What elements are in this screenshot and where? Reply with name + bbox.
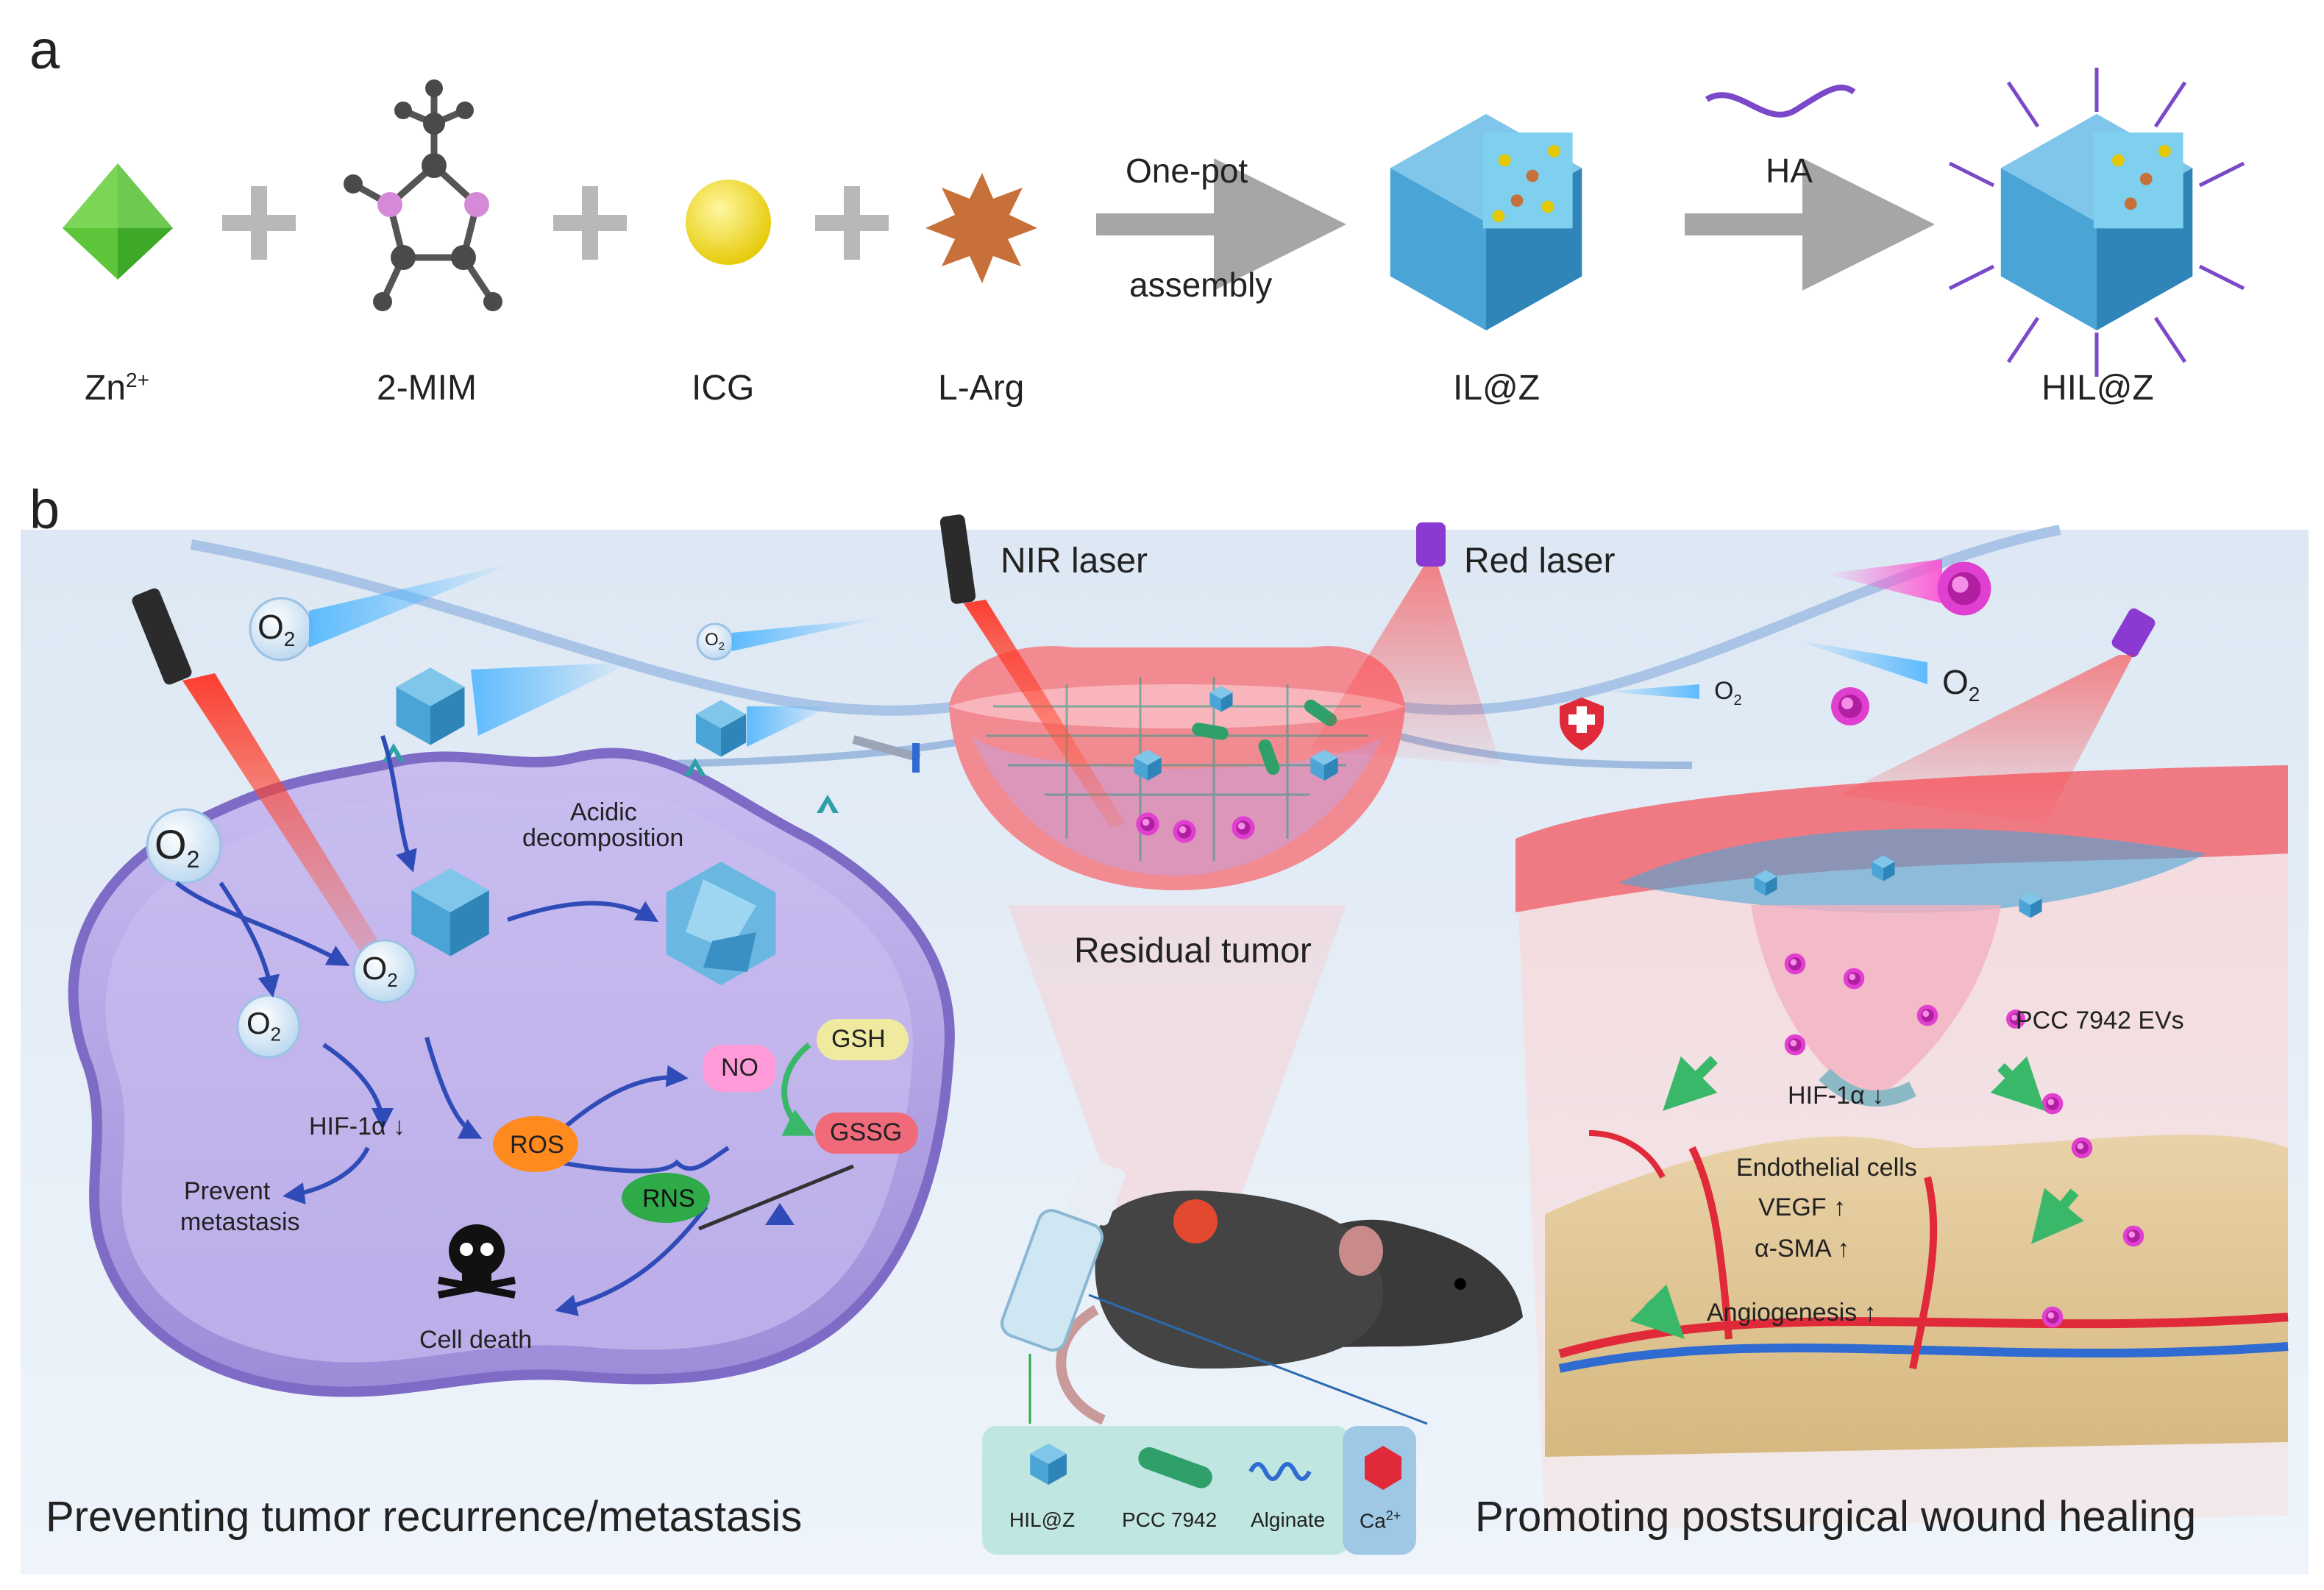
angiogenesis-label: Angiogenesis ↑ (1707, 1299, 1877, 1327)
ros-ellipse (493, 1116, 578, 1172)
ev-incoming-icon (1937, 561, 1991, 616)
right-o2-label: O2 (1942, 663, 1980, 706)
larg-label: L-Arg (938, 369, 1025, 408)
residual-tumor-label: Residual tumor (1074, 931, 1312, 970)
panel-a-letter: a (29, 19, 60, 80)
blue-flame-trail (747, 706, 831, 747)
ilz-polyhedron-icon (1390, 114, 1582, 330)
o2-trail (309, 563, 515, 647)
red-laser-label: Red laser (1464, 542, 1616, 581)
sword-icon (852, 735, 921, 773)
cell-death-label: Cell death (419, 1326, 533, 1354)
ros-label: ROS (510, 1131, 564, 1159)
tumor-to-mouse-cone (1008, 905, 1346, 1251)
rns-ellipse (622, 1173, 710, 1223)
pcc-evs-label: PCC 7942 EVs (2016, 1007, 2184, 1034)
icg-sphere-icon (686, 180, 771, 265)
vegf-label: VEGF ↑ (1758, 1193, 1847, 1221)
balance-fulcrum-icon (765, 1203, 795, 1225)
zn-tetrahedron-icon (63, 163, 173, 280)
right-red-laser-icon (2111, 608, 2156, 658)
nir-laser-label: NIR laser (1001, 542, 1148, 581)
spray-bottle-icon (1001, 1158, 1126, 1352)
gsh-to-gssg-arrow (781, 1042, 815, 1136)
no-pill (703, 1045, 776, 1092)
ilz-label: IL@Z (1453, 369, 1541, 408)
gssg-label: GSSG (830, 1118, 903, 1146)
left-laser-pointer-icon (132, 588, 192, 685)
shield-icon (1560, 698, 1604, 750)
legend-alginate-label: Alginate (1251, 1508, 1326, 1531)
o2-label: O2 (257, 608, 296, 651)
metastasis-label: metastasis (180, 1208, 300, 1236)
ev-trail (1824, 559, 1942, 603)
o2-trail (1795, 640, 1927, 684)
o2-label: O2 (362, 951, 398, 991)
pathway-arrows (175, 735, 708, 1316)
skull-icon (438, 1224, 516, 1299)
mouse-icon (1056, 1190, 1523, 1425)
rns-label: RNS (642, 1185, 695, 1213)
right-red-laser-cone (1839, 655, 2133, 824)
o2-trail (1604, 684, 1699, 699)
hilz-polyhedron-icon (1948, 68, 2245, 377)
membrane-wave-top (190, 539, 957, 716)
step1-bottom-label: assembly (1129, 266, 1273, 304)
plus-icon (553, 186, 627, 260)
mim-label: 2-MIM (377, 369, 477, 408)
decomposition-label: decomposition (522, 824, 684, 852)
endothelial-label: Endothelial cells (1736, 1154, 1917, 1182)
nir-laser-pointer-icon (939, 514, 976, 604)
2-mim-atoms (344, 79, 502, 311)
ha-label: HA (1766, 152, 1813, 190)
hif-label: HIF-1α ↓ (309, 1112, 406, 1140)
step1-top-label: One-pot (1126, 152, 1248, 190)
nir-laser-beam (964, 600, 1126, 828)
panel-a (63, 68, 2245, 377)
no-label: NO (721, 1054, 758, 1082)
asma-label: α-SMA ↑ (1755, 1235, 1850, 1263)
gsh-pill (817, 1019, 909, 1060)
o2-trail (732, 618, 883, 651)
right-o2-label: O2 (1714, 677, 1742, 709)
red-laser-icon (1416, 522, 1446, 567)
legend-pcc-label: PCC 7942 (1122, 1508, 1218, 1531)
acidic-label: Acidic (570, 798, 637, 826)
plus-icon (222, 186, 296, 260)
panel-b-letter: b (29, 479, 60, 540)
gssg-pill (815, 1112, 918, 1154)
right-hif-label: HIF-1α ↓ (1788, 1082, 1885, 1110)
red-laser-cone (1310, 567, 1501, 765)
healing-arrows (1630, 1056, 2084, 1339)
caption-left: Preventing tumor recurrence/metastasis (46, 1493, 803, 1541)
bracket (558, 1146, 730, 1174)
zn-label: Zn2+ (85, 369, 149, 408)
ha-polymer-icon (1705, 85, 1856, 118)
gsh-label: GSH (831, 1025, 886, 1053)
icg-label: ICG (692, 369, 755, 408)
ev-incoming-icon (1831, 687, 1869, 725)
membrane-wave-top-right (1397, 525, 2061, 715)
o2-label: O2 (705, 630, 725, 653)
o2-bubbles-left (146, 597, 734, 1059)
hilz-label: HIL@Z (2042, 369, 2154, 408)
legend-ca-label: Ca2+ (1360, 1508, 1401, 1533)
left-laser-beam (182, 673, 401, 986)
skin-tissue-block (1515, 765, 2289, 1530)
balance-beam (698, 1164, 854, 1231)
o2-label: O2 (154, 821, 200, 873)
legend-box (982, 1426, 1416, 1555)
legend-connector (1088, 1293, 1428, 1425)
prevent-label: Prevent (184, 1177, 271, 1205)
caption-right: Promoting postsurgical wound healing (1475, 1493, 2197, 1541)
o2-label: O2 (246, 1006, 282, 1046)
l-arg-star-icon (925, 173, 1037, 283)
plus-icon (815, 186, 889, 260)
blue-flame-trail (471, 662, 633, 736)
decomposed-zif-icon (666, 862, 776, 985)
legend-hilz-label: HIL@Z (1009, 1508, 1076, 1531)
